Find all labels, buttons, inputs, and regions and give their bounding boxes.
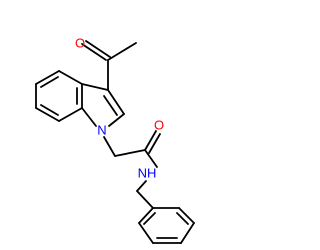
bond-camide-nh	[144, 149, 158, 168]
bond-c4-c5-inner	[40, 76, 59, 88]
bond-n1-ch2	[103, 136, 116, 157]
bond-acetyl-methyl	[107, 42, 137, 61]
bond-c6-c7-inner	[40, 104, 59, 116]
bond-ph-5	[138, 222, 154, 244]
bond-c3-c2-inner	[103, 95, 118, 116]
molecule-canvas: O N O NH	[35, 35, 195, 244]
bond-c2-n1	[108, 113, 125, 127]
atom-label-amide-oxygen: O	[154, 117, 164, 132]
atom-label-indole-nitrogen: N	[97, 122, 106, 137]
bond-nh-ch2	[136, 180, 147, 192]
atom-label-ketone-oxygen: O	[75, 35, 85, 50]
bond-c7-c7a	[58, 107, 83, 122]
bond-c4-c5	[35, 70, 60, 85]
bond-ch2-camide	[114, 149, 146, 157]
bond-c3-c2	[107, 89, 125, 115]
bond-ph-6	[138, 207, 154, 224]
bond-ch2-ph	[136, 190, 154, 209]
bond-c3a-c4	[58, 70, 83, 85]
bond-ph-6-inner	[143, 212, 156, 225]
bond-c3-c3a	[81, 83, 109, 91]
bond-ph-3	[180, 222, 195, 244]
bond-ketone-double-a	[81, 43, 107, 61]
bond-ketone-double-b	[85, 40, 111, 58]
bond-ph-2-inner	[176, 212, 189, 225]
bond-amide-double-a	[144, 130, 157, 151]
bond-n1-c7a	[81, 107, 97, 127]
bond-c6-c7	[35, 107, 60, 122]
molecule-structure: O N O NH	[35, 35, 195, 244]
bond-amide-double-b	[148, 133, 161, 154]
bond-ph-2	[178, 207, 195, 224]
atom-label-amide-nitrogen: NH	[138, 165, 157, 180]
